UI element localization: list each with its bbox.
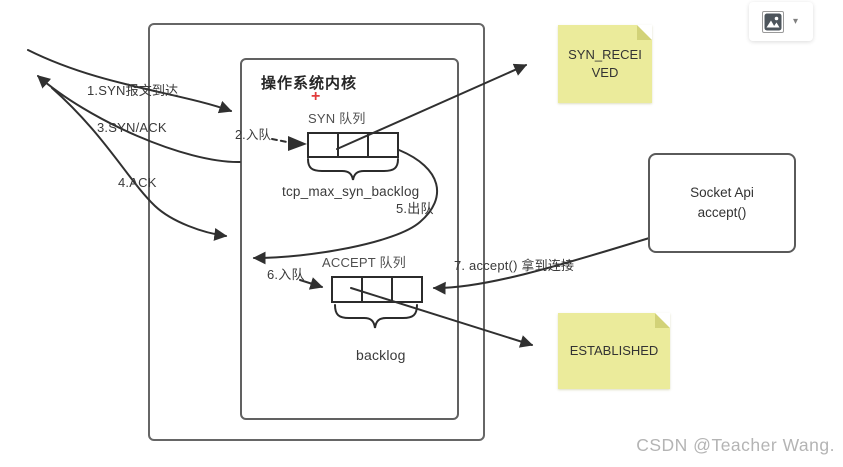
plus-marker: + [311, 88, 321, 105]
image-toolbar: ▾ [749, 2, 813, 41]
step3-label: 3.SYN/ACK [97, 120, 167, 135]
watermark: CSDN @Teacher Wang. [636, 435, 835, 455]
step7-label: 7. accept() 拿到连接 [454, 258, 575, 273]
step1-label: 1.SYN报文到达 [87, 83, 179, 98]
chevron-down-icon[interactable]: ▾ [792, 15, 799, 27]
image-icon [764, 13, 782, 31]
step4-label: 4.ACK [118, 175, 157, 190]
kernel-title: 操作系统内核 [261, 75, 358, 92]
image-tool-button[interactable] [761, 10, 784, 33]
step5-label: 5.出队 [396, 201, 434, 216]
accept-queue-label: ACCEPT 队列 [322, 255, 406, 270]
syn-received-note-text: SYN_RECEIVED [568, 47, 642, 80]
socket-api-box: Socket Api accept() [648, 153, 796, 253]
syn-queue-label: SYN 队列 [308, 111, 366, 126]
step2-label: 2.入队 [235, 128, 272, 142]
syn-brace-label: tcp_max_syn_backlog [282, 184, 420, 199]
established-note-text: ESTABLISHED [569, 343, 659, 359]
socket-api-line1: Socket Api [690, 184, 754, 200]
accept-brace-label: backlog [356, 347, 406, 363]
syn-received-note: SYN_RECEIVED [558, 25, 652, 103]
socket-api-line2: accept() [697, 205, 747, 220]
established-note: ESTABLISHED [558, 313, 670, 389]
step6-label: 6.入队 [267, 267, 305, 282]
